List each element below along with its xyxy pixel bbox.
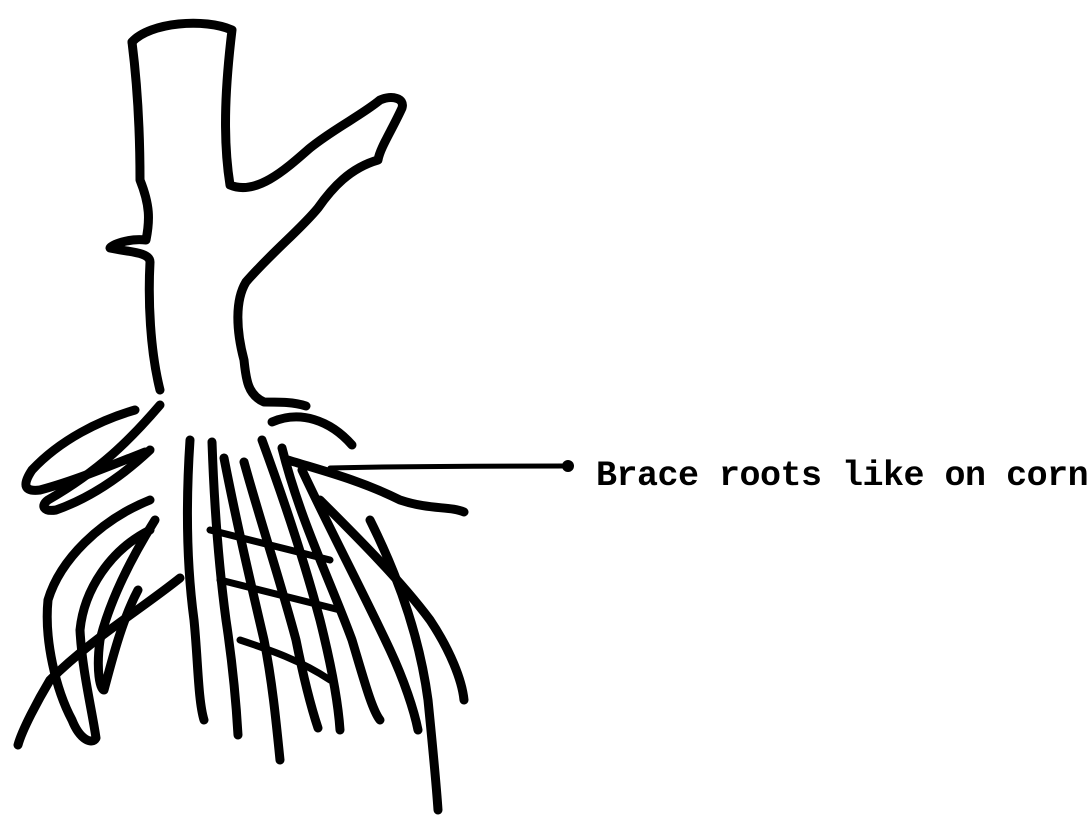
stem-outline xyxy=(132,23,402,406)
trunk-left-outline xyxy=(110,42,160,390)
root-cross-3 xyxy=(240,640,330,680)
root-center-1 xyxy=(187,440,204,720)
leader-line-endpoint xyxy=(562,460,574,472)
root-right-long xyxy=(320,500,464,700)
brace-roots-label: Brace roots like on corn xyxy=(596,456,1088,496)
root-left-long xyxy=(47,500,150,741)
root-right-upper xyxy=(272,417,352,445)
leader-line xyxy=(330,466,566,468)
